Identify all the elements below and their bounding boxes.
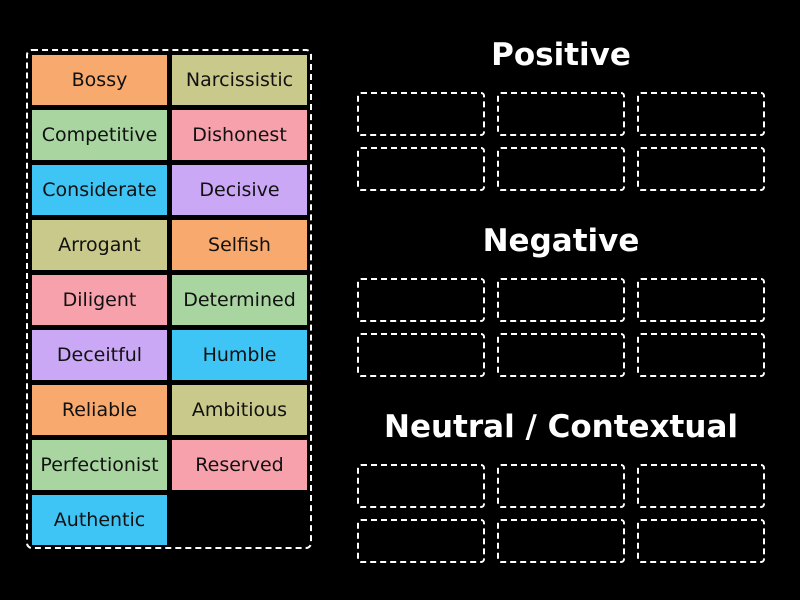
word-bank: [26, 49, 312, 549]
drop-slot-negative-6[interactable]: [637, 333, 765, 377]
group-title-positive: Positive: [491, 37, 631, 73]
tile-reliable[interactable]: Reliable: [32, 385, 167, 435]
drop-slot-neutral-5[interactable]: [497, 519, 625, 563]
drop-slot-positive-1[interactable]: [357, 92, 485, 136]
drop-slot-negative-1[interactable]: [357, 278, 485, 322]
tile-dishonest[interactable]: Dishonest: [172, 110, 307, 160]
drop-slot-neutral-3[interactable]: [637, 464, 765, 508]
drop-slot-positive-3[interactable]: [637, 92, 765, 136]
tile-competitive[interactable]: Competitive: [32, 110, 167, 160]
drop-slot-positive-4[interactable]: [357, 147, 485, 191]
tile-considerate[interactable]: Considerate: [32, 165, 167, 215]
tile-narcissistic[interactable]: Narcissistic: [172, 55, 307, 105]
tile-bossy[interactable]: Bossy: [32, 55, 167, 105]
drop-slot-negative-3[interactable]: [637, 278, 765, 322]
tile-humble[interactable]: Humble: [172, 330, 307, 380]
tile-reserved[interactable]: Reserved: [172, 440, 307, 490]
drop-slot-positive-6[interactable]: [637, 147, 765, 191]
drop-slot-neutral-1[interactable]: [357, 464, 485, 508]
drop-slot-negative-2[interactable]: [497, 278, 625, 322]
group-title-neutral: Neutral / Contextual: [384, 409, 738, 445]
drop-slot-neutral-2[interactable]: [497, 464, 625, 508]
tile-selfish[interactable]: Selfish: [172, 220, 307, 270]
tile-diligent[interactable]: Diligent: [32, 275, 167, 325]
drop-slot-negative-4[interactable]: [357, 333, 485, 377]
drop-slot-neutral-4[interactable]: [357, 519, 485, 563]
group-title-negative: Negative: [482, 223, 640, 259]
tile-ambitious[interactable]: Ambitious: [172, 385, 307, 435]
tile-deceitful[interactable]: Deceitful: [32, 330, 167, 380]
drop-slot-neutral-6[interactable]: [637, 519, 765, 563]
tile-arrogant[interactable]: Arrogant: [32, 220, 167, 270]
drop-slot-positive-2[interactable]: [497, 92, 625, 136]
tile-decisive[interactable]: Decisive: [172, 165, 307, 215]
tile-perfectionist[interactable]: Perfectionist: [32, 440, 167, 490]
drop-slot-negative-5[interactable]: [497, 333, 625, 377]
tile-authentic[interactable]: Authentic: [32, 495, 167, 545]
drop-slot-positive-5[interactable]: [497, 147, 625, 191]
tile-determined[interactable]: Determined: [172, 275, 307, 325]
